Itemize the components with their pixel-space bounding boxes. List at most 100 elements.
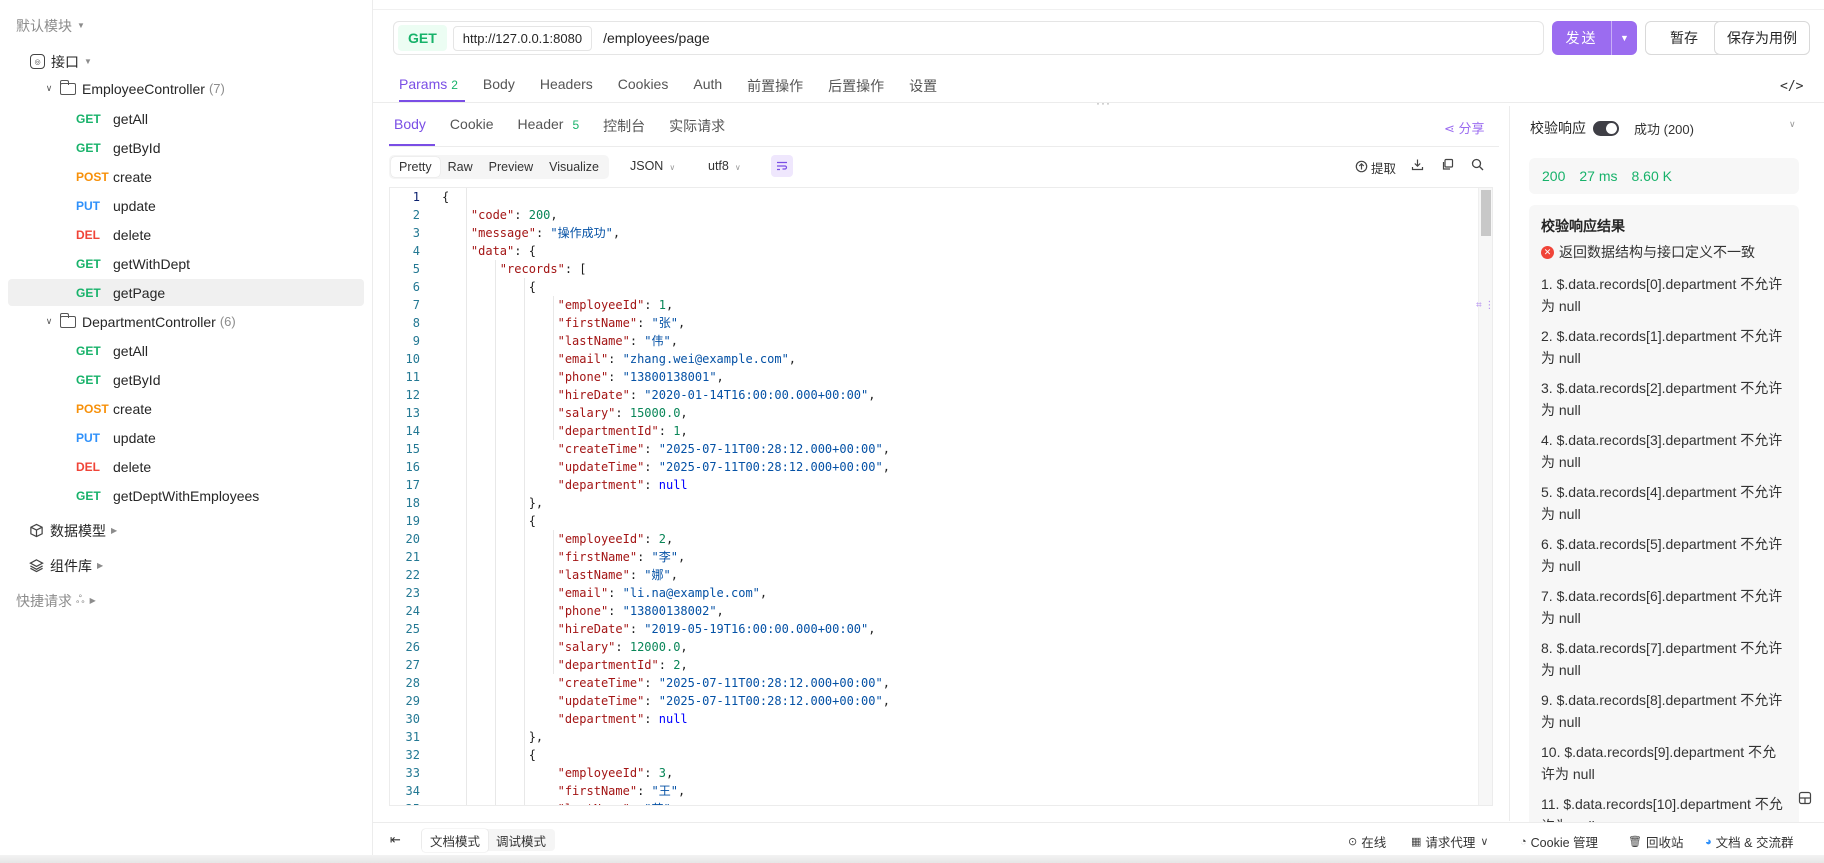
download-icon: [1411, 159, 1424, 171]
code-line: 24 "phone": "13800138002",: [390, 602, 1470, 620]
collapse-sidebar-icon[interactable]: ⇤: [390, 832, 401, 847]
validation-status[interactable]: 成功 (200): [1634, 122, 1694, 137]
code-line: 35 "lastName": "芳",: [390, 800, 1470, 805]
chevron-down-icon[interactable]: ▼: [1611, 21, 1637, 55]
tab-settings[interactable]: 设置: [909, 78, 938, 94]
code-line: 1{: [390, 188, 1470, 206]
share-button[interactable]: ⋖ 分享: [1444, 118, 1485, 137]
doc-mode-tab[interactable]: 文档模式: [422, 828, 489, 852]
method-selector[interactable]: GET: [398, 25, 447, 51]
folder-department-controller[interactable]: ∨ DepartmentController (6): [42, 308, 236, 335]
line-text: {: [442, 514, 536, 528]
tab-auth[interactable]: Auth: [693, 76, 723, 92]
download-button[interactable]: [1411, 158, 1424, 171]
tab-headers[interactable]: Headers: [539, 76, 593, 92]
line-number: 10: [405, 352, 420, 366]
code-line: 21 "firstName": "李",: [390, 548, 1470, 566]
code-line: 34 "firstName": "王",: [390, 782, 1470, 800]
code-line: 6 {: [390, 278, 1470, 296]
copy-button[interactable]: [1441, 158, 1454, 171]
tab-pre-actions[interactable]: 前置操作: [747, 78, 804, 94]
extract-button[interactable]: 提取: [1355, 158, 1396, 177]
quick-request-suffix: ஃ: [76, 593, 85, 606]
module-selector[interactable]: 默认模块 ▼: [16, 12, 85, 39]
cookie-manager-button[interactable]: ◔Cookie 管理: [1520, 832, 1598, 851]
send-button[interactable]: 发送 ▼: [1552, 21, 1637, 55]
code-line: 26 "salary": 12000.0,: [390, 638, 1470, 656]
request-proxy-select[interactable]: ▦请求代理∨: [1411, 832, 1492, 851]
line-text: "employeeId": 2,: [557, 532, 674, 546]
layout-icon[interactable]: [1795, 788, 1815, 808]
tab-console[interactable]: 控制台: [603, 118, 646, 134]
tab-actual-request[interactable]: 实际请求: [669, 118, 726, 134]
folder-employee-controller[interactable]: ∨ EmployeeController (7): [42, 75, 225, 102]
endpoint-name: getById: [113, 371, 161, 388]
response-body-editor[interactable]: 1{2 "code": 200,3 "message": "操作成功",4 "d…: [389, 187, 1493, 806]
line-number: 26: [405, 640, 420, 654]
line-text: "salary": 12000.0,: [557, 640, 688, 654]
line-text: "email": "li.na@example.com",: [557, 586, 768, 600]
validate-response-toggle[interactable]: 校验响应: [1530, 118, 1619, 138]
scroll-thumb[interactable]: [1481, 190, 1491, 236]
interface-section[interactable]: ◎ 接口 ▼: [30, 48, 92, 75]
share-icon: ⋖: [1444, 121, 1455, 136]
code-line: 8 "firstName": "张",: [390, 314, 1470, 332]
panel-divider[interactable]: [1509, 106, 1510, 821]
docs-community-button[interactable]: ◕文档 & 交流群: [1705, 832, 1793, 851]
method-badge: POST: [76, 169, 109, 184]
fold-markers-icon[interactable]: ⌗ ⋮: [1476, 300, 1495, 311]
tab-cookies[interactable]: Cookies: [617, 76, 669, 92]
line-number: 9: [412, 334, 420, 348]
vertical-scrollbar[interactable]: [1478, 188, 1492, 805]
tab-response-body[interactable]: Body: [394, 116, 426, 132]
chevron-down-icon[interactable]: ∨: [1789, 119, 1796, 129]
word-wrap-button[interactable]: [771, 155, 793, 177]
line-number: 25: [405, 622, 420, 636]
url-bar[interactable]: GET http://127.0.0.1:8080 /employees/pag…: [393, 21, 1544, 55]
quick-request-section[interactable]: 快捷请求 ஃ ▶: [16, 587, 96, 614]
debug-mode-tab[interactable]: 调试模式: [496, 834, 547, 849]
code-line: 25 "hireDate": "2019-05-19T16:00:00.000+…: [390, 620, 1470, 638]
code-icon[interactable]: </>: [1780, 79, 1804, 94]
folder-count: (7): [208, 81, 225, 96]
host-field[interactable]: http://127.0.0.1:8080: [452, 25, 593, 51]
line-number: 29: [405, 694, 420, 708]
encoding-select[interactable]: utf8∨: [708, 159, 741, 173]
view-visualize[interactable]: Visualize: [549, 160, 599, 174]
save-as-case-button[interactable]: 保存为用例: [1714, 21, 1810, 55]
format-select[interactable]: JSON∨: [630, 159, 675, 173]
path-input[interactable]: /employees/page: [603, 30, 710, 46]
save-draft-button[interactable]: 暂存: [1645, 21, 1723, 55]
view-preview[interactable]: Preview: [488, 160, 534, 174]
data-model-section[interactable]: 数据模型 ▶: [28, 517, 117, 544]
view-raw[interactable]: Raw: [447, 160, 473, 174]
recycle-bin-button[interactable]: 🗑回收站: [1628, 832, 1683, 851]
tab-response-cookie[interactable]: Cookie: [449, 116, 494, 132]
copy-icon: [1442, 158, 1454, 170]
view-pretty[interactable]: Pretty: [391, 157, 440, 177]
tab-body[interactable]: Body: [482, 76, 515, 92]
line-number: 6: [412, 280, 420, 294]
toggle-switch[interactable]: [1593, 120, 1619, 136]
tab-post-actions[interactable]: 后置操作: [828, 78, 885, 94]
search-button[interactable]: [1471, 158, 1484, 171]
component-lib-section[interactable]: 组件库 ▶: [28, 552, 103, 579]
online-status[interactable]: ⊙在线: [1348, 832, 1386, 851]
resize-handle-icon[interactable]: ···: [1096, 96, 1111, 110]
line-number: 18: [405, 496, 420, 510]
